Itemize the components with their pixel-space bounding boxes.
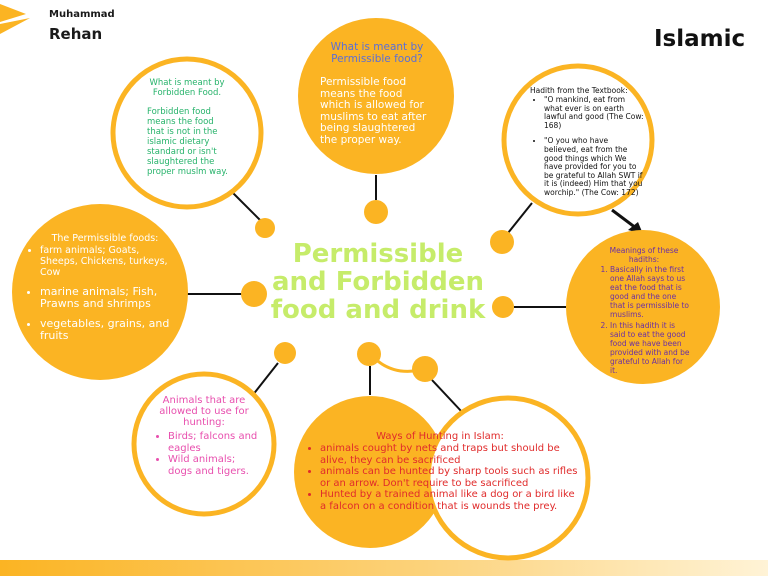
author-first-name: Muhammad	[49, 9, 115, 20]
hunting-item: Hunted by a trained animal like a dog or…	[320, 489, 580, 512]
meanings-list: Basically in the first one Allah says to…	[600, 265, 692, 375]
footer-band	[0, 560, 768, 576]
hunting-circle-front	[425, 395, 591, 561]
hunting-list: animals cought by nets and traps but sho…	[306, 443, 580, 512]
meanings-item: In this hadith it is said to eat the goo…	[610, 321, 692, 375]
animals-heading: Animals that are allowed to use for hunt…	[159, 395, 249, 428]
hunting-item: animals cought by nets and traps but sho…	[320, 443, 580, 466]
animals-item: Wild animals; dogs and tigers.	[168, 454, 259, 477]
meanings-item: Basically in the first one Allah says to…	[610, 265, 692, 319]
perm-foods-item: marine animals; Fish, Prawns and shrimps	[40, 286, 176, 310]
hadith-item: "O mankind, eat from what ever is on ear…	[544, 95, 644, 130]
meanings-heading: Meanings of these hadiths:	[609, 246, 679, 264]
hadith-heading: Hadith from the Textbook:	[530, 86, 628, 95]
hunting-circle-back	[294, 396, 446, 548]
subject-title: Islamic	[654, 26, 746, 52]
forbidden-answer: Forbidden food means the food that is no…	[147, 107, 228, 177]
forbidden-circle	[110, 56, 264, 210]
connectors	[186, 175, 566, 413]
hadith-list: "O mankind, eat from what ever is on ear…	[534, 95, 644, 198]
meanings-circle	[566, 230, 720, 384]
forbidden-question: What is meant by Forbidden Food.	[149, 78, 225, 98]
author-last-name: Rehan	[49, 25, 103, 43]
perm-foods-circle	[12, 204, 188, 380]
hunting-item: animals can be hunted by sharp tools suc…	[320, 466, 580, 489]
permissible-circle	[298, 18, 454, 174]
hadith-circle	[501, 63, 655, 217]
perm-foods-item: vegetables, grains, and fruits	[40, 318, 176, 342]
animals-item: Birds; falcons and eagles	[168, 431, 259, 454]
hunting-heading: Ways of Hunting in Islam:	[376, 431, 504, 442]
perm-foods-heading: The Permissible foods:	[51, 233, 159, 244]
perm-foods-item: farm animals; Goats, Sheeps, Chickens, t…	[40, 245, 176, 278]
node-dots	[241, 200, 514, 382]
perm-foods-list: farm animals; Goats, Sheeps, Chickens, t…	[24, 245, 176, 342]
logo-mark	[0, 4, 30, 34]
animals-circle	[131, 371, 277, 517]
permissible-answer: Permissible food means the food which is…	[320, 76, 427, 146]
central-topic-title: Permissible and Forbidden food and drink	[270, 239, 486, 325]
hadith-item: "O you who have believed, eat from the g…	[544, 137, 644, 197]
permissible-question: What is meant by Permissible food?	[330, 41, 424, 65]
animals-list: Birds; falcons and eagles Wild animals; …	[155, 431, 259, 477]
